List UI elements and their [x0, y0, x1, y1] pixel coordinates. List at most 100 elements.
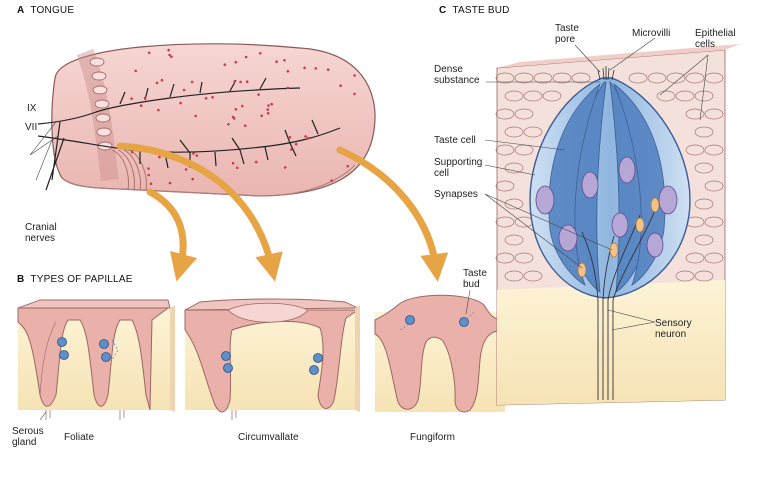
epithelial-cell [675, 270, 695, 282]
fungiform-dot [192, 152, 195, 155]
fungiform-dot [211, 96, 214, 99]
foliate-taste-buds [57, 337, 111, 362]
label-foliate: Foliate [64, 432, 95, 443]
fungiform-dot [286, 70, 290, 73]
fungiform-dot [303, 66, 306, 70]
circumvallate-taste-buds [221, 351, 323, 375]
fungiform-dot [179, 101, 182, 105]
epithelial-cell [495, 108, 515, 120]
epithelial-cell [694, 234, 714, 246]
fungiform-dot [139, 104, 143, 107]
epithelial-cell [694, 198, 714, 210]
epithelial-cell [514, 252, 534, 264]
epithelial-cell [504, 198, 524, 210]
fungiform-dot [195, 154, 199, 157]
epithelial-cell [495, 252, 515, 264]
fungiform-dot [157, 108, 160, 112]
label-microvilli: Microvilli [632, 28, 671, 39]
epithelial-cell [704, 108, 724, 120]
fungiform-dot [259, 52, 262, 55]
label-synapses: Synapses [434, 189, 478, 200]
fungiform-dot [160, 78, 164, 82]
label-taste-pore: Taste pore [555, 23, 579, 45]
fungiform-dot [326, 68, 330, 71]
taste-pore-microvilli [597, 66, 615, 81]
epithelial-cell [571, 72, 591, 84]
fungiform-dot [267, 104, 270, 107]
fungiform-dot [314, 67, 318, 70]
fungiform-dot [182, 88, 186, 92]
fungiform-dot [260, 114, 264, 118]
epithelial-cell [685, 108, 705, 120]
label-supporting-cell: Supporting cell [434, 157, 483, 179]
fungiform-dot [294, 142, 298, 146]
fungiform-dot [158, 155, 161, 159]
fungiform-dot [346, 164, 350, 168]
fungiform-dot [167, 48, 170, 52]
epithelial-cell [495, 180, 515, 192]
epithelial-cell [504, 126, 524, 138]
epithelial-cell [495, 72, 515, 84]
fungiform-dot [235, 166, 239, 170]
fungiform-dot [257, 93, 260, 96]
fungiform-dot [241, 104, 244, 108]
fungiform-dot [353, 92, 356, 96]
fungiform-dot [239, 80, 242, 84]
fungiform-dot [288, 136, 292, 139]
fungiform-dot [190, 80, 194, 84]
fungiform-dot [134, 69, 137, 73]
fungiform-dot [307, 136, 310, 140]
fungiform-dot [244, 55, 248, 59]
fungiform-dot [149, 182, 153, 185]
fungiform-dot [168, 53, 171, 57]
foliate-papilla [17, 299, 175, 420]
taste-bud-block [495, 44, 740, 406]
fungiform-dot [254, 160, 258, 164]
fungiform-dot [168, 181, 172, 185]
fungiform-dot [184, 168, 188, 171]
epithelial-cell [685, 252, 705, 264]
fungiform-dot [353, 74, 356, 77]
epithelial-cell [495, 216, 515, 228]
label-cranial-nerves: Cranial nerves [25, 222, 57, 244]
epithelial-cell [514, 72, 534, 84]
fungiform-dot [231, 161, 235, 165]
epithelial-cell [504, 162, 524, 174]
epithelial-cell [542, 90, 562, 102]
epithelial-cell [647, 72, 667, 84]
panel-b-title: TYPES OF PAPILLAE [30, 274, 133, 285]
panel-a-letter: A [17, 5, 25, 16]
synapse-terminals [577, 197, 660, 278]
epithelial-cell [704, 144, 724, 156]
epithelial-cell [523, 126, 543, 138]
label-nerve-ix: IX [27, 103, 37, 114]
circumvallate-papilla [184, 298, 360, 420]
label-taste-cell: Taste cell [434, 135, 476, 146]
fungiform-dot [270, 102, 274, 106]
supporting-cell-nuclei [535, 156, 678, 258]
epithelial-cell [628, 72, 648, 84]
fungiform-dot [243, 124, 247, 127]
label-fungiform: Fungiform [410, 432, 456, 443]
fungiform-dot [286, 86, 290, 90]
label-epithelial-cells: Epithelial cells [695, 28, 736, 50]
fungiform-dot [223, 63, 227, 66]
label-nerve-vii: VII [25, 122, 38, 133]
fungiform-dot [143, 96, 147, 100]
label-dense-substance: Dense substance [434, 64, 480, 86]
fungiform-dot [283, 166, 287, 169]
label-taste-bud-b: Taste bud [463, 268, 487, 290]
fungiform-dot [155, 81, 159, 85]
panel-c-letter: C [439, 5, 447, 16]
fungiform-dot [233, 80, 236, 83]
fungiform-dot [191, 177, 194, 181]
fungiform-dot [339, 84, 342, 87]
fungiform-papilla [374, 294, 506, 413]
epithelial-cell [504, 234, 524, 246]
arrow-to-circumvallate [116, 142, 283, 282]
epithelial-cell [704, 252, 724, 264]
